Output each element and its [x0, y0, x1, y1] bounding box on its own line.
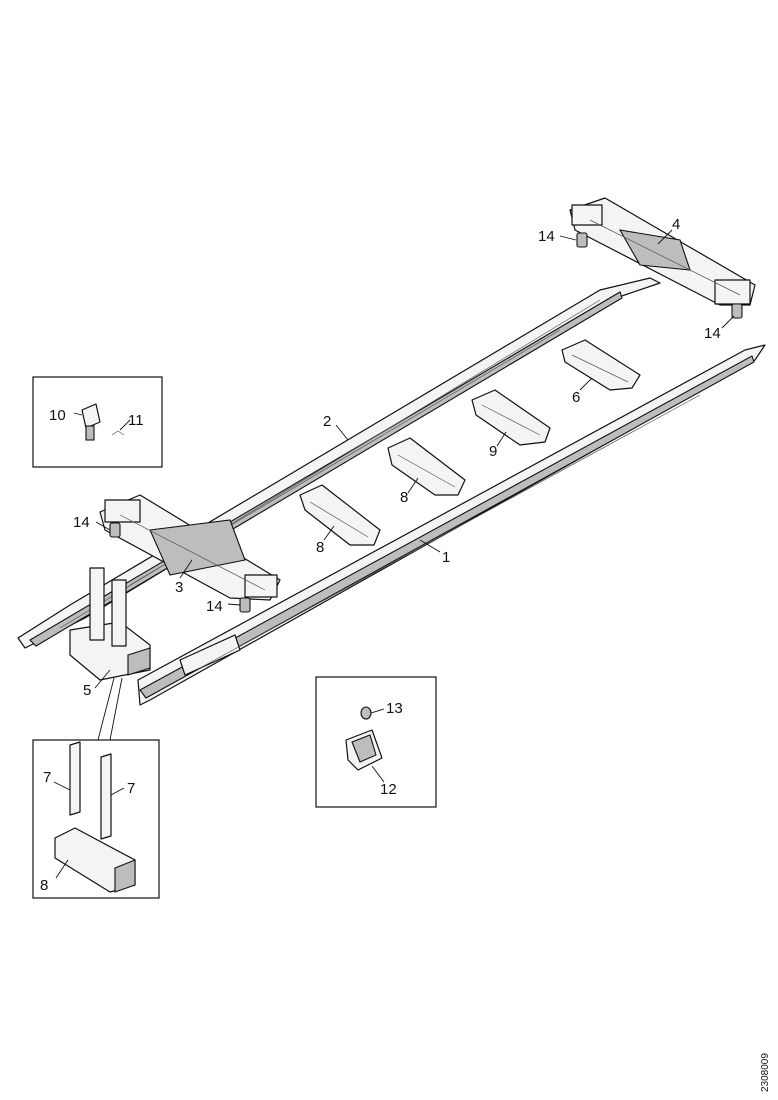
cross-member-part-3 — [99, 494, 281, 601]
callout-8-front: 8 — [316, 539, 324, 556]
callout-14-rear-right: 14 — [704, 325, 721, 342]
callout-4: 4 — [672, 216, 680, 233]
cross-brace-part-8-front — [299, 484, 381, 546]
inset-bracket — [315, 676, 437, 808]
callout-10: 10 — [49, 407, 66, 424]
inset-fasteners — [32, 376, 163, 468]
callout-7-right: 7 — [127, 780, 135, 797]
callout-6: 6 — [572, 389, 580, 406]
callout-5: 5 — [83, 682, 91, 699]
callout-8-rear: 8 — [400, 489, 408, 506]
inset-stand-parts — [32, 739, 160, 899]
callout-3: 3 — [175, 579, 183, 596]
cross-brace-part-9 — [471, 389, 551, 446]
callout-9: 9 — [489, 443, 497, 460]
upright-stand-part-5 — [69, 567, 151, 681]
callout-2: 2 — [323, 413, 331, 430]
callout-1: 1 — [442, 549, 450, 566]
bolt-part-14-b — [731, 303, 743, 319]
callout-14-front-right: 14 — [206, 598, 223, 615]
side-rail-part-1 — [137, 344, 766, 706]
drawing-reference-number: 2308009 — [760, 1053, 771, 1092]
callout-11: 11 — [128, 412, 144, 429]
bolt-part-14-a — [576, 232, 588, 248]
bolt-part-14-d — [239, 597, 251, 613]
bolt-part-14-c — [109, 522, 121, 538]
cross-brace-part-6 — [561, 339, 641, 391]
callout-7-left: 7 — [43, 769, 51, 786]
cross-brace-part-8-rear — [387, 437, 466, 496]
callout-14-rear-left: 14 — [538, 228, 555, 245]
callout-13: 13 — [386, 700, 403, 717]
cross-member-part-4 — [569, 197, 756, 306]
callout-8-inset: 8 — [40, 877, 48, 894]
callout-12: 12 — [380, 781, 397, 798]
callout-14-front-left: 14 — [73, 514, 90, 531]
